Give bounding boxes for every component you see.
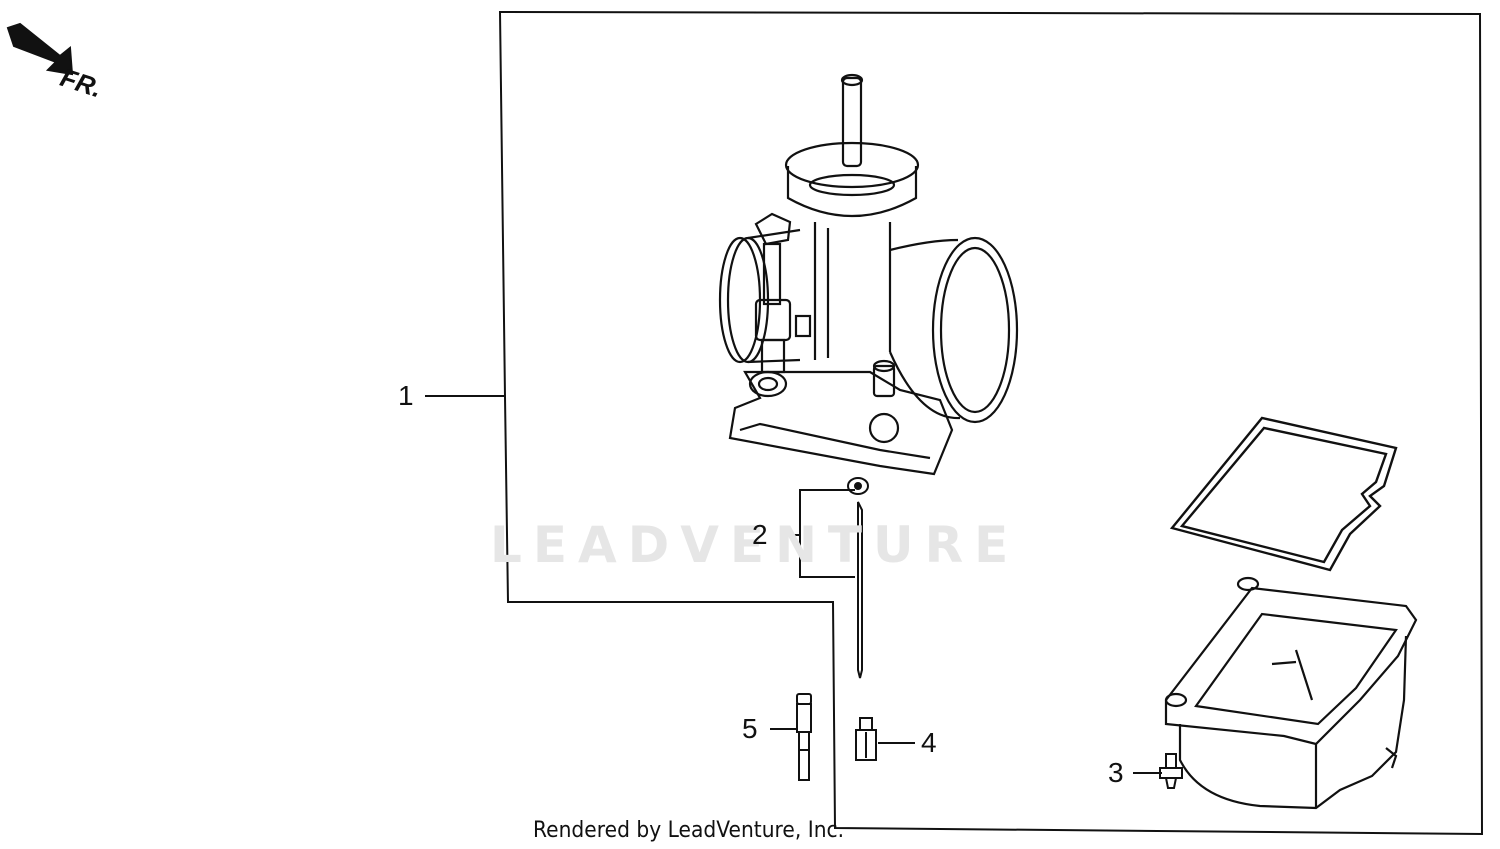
render-credit: Rendered by LeadVenture, Inc.	[533, 818, 845, 843]
watermark: LEADVENTURE	[490, 516, 1020, 574]
jet-needle-set	[847, 477, 869, 679]
drain-screw	[1159, 753, 1183, 789]
bracket-2	[780, 489, 855, 578]
front-arrow-icon	[6, 22, 74, 76]
callout-1: 1	[398, 380, 414, 411]
main-jet	[855, 717, 877, 761]
float-bowl-gasket	[1169, 416, 1398, 572]
callout-5: 5	[742, 713, 758, 744]
callout-2: 2	[752, 519, 768, 550]
callout-3: 3	[1108, 757, 1124, 788]
slow-jet	[796, 693, 812, 781]
float-bowl	[1164, 576, 1418, 810]
callout-4: 4	[921, 727, 937, 758]
kit-boundary-frame	[498, 10, 1484, 836]
carburetor-body	[718, 73, 1019, 476]
